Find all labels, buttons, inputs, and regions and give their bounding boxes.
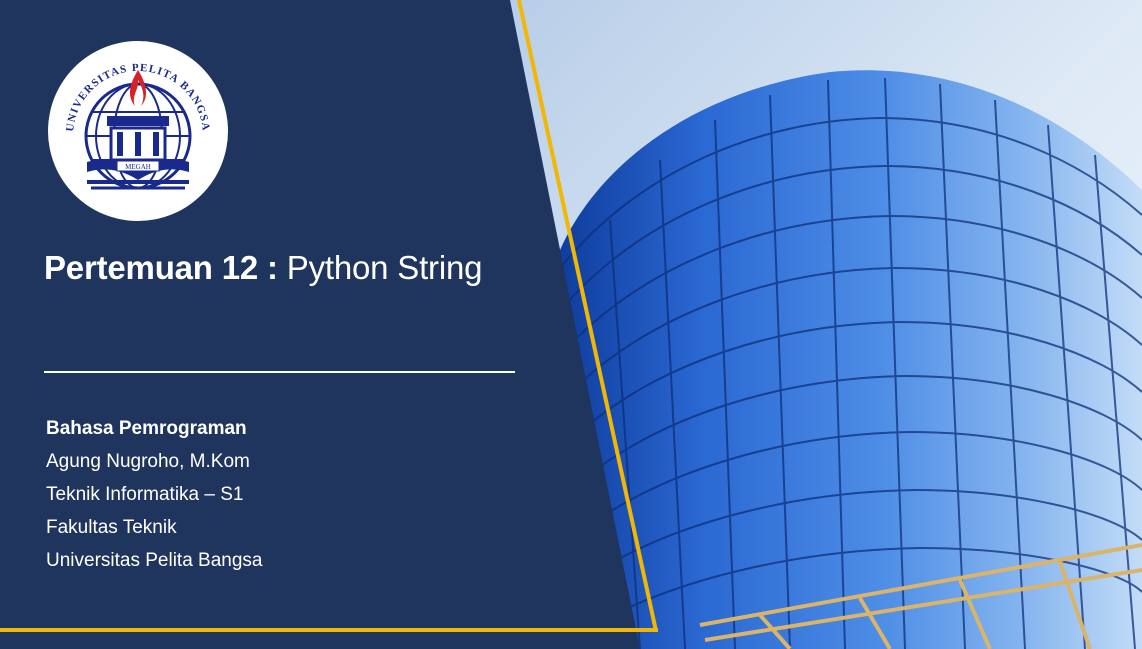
- study-program: Teknik Informatika – S1: [46, 484, 244, 505]
- svg-text:MEGAH: MEGAH: [125, 163, 151, 171]
- course-info: Bahasa Pemrograman Agung Nugroho, M.Kom …: [46, 412, 263, 577]
- university-logo: UNIVERSITAS PELITA BANGSA MEGAH: [48, 41, 228, 221]
- lecturer-name: Agung Nugroho, M.Kom: [46, 451, 250, 472]
- accent-diagonal: [517, 0, 658, 632]
- university-name: Universitas Pelita Bangsa: [46, 550, 263, 571]
- slide-title: Pertemuan 12 : Python String: [44, 248, 482, 288]
- title-divider: [44, 371, 515, 373]
- faculty-name: Fakultas Teknik: [46, 517, 177, 538]
- course-name: Bahasa Pemrograman: [46, 418, 247, 439]
- title-topic: Python String: [286, 249, 483, 286]
- glass-tower: [560, 70, 1142, 649]
- title-number: Pertemuan 12 :: [44, 249, 278, 286]
